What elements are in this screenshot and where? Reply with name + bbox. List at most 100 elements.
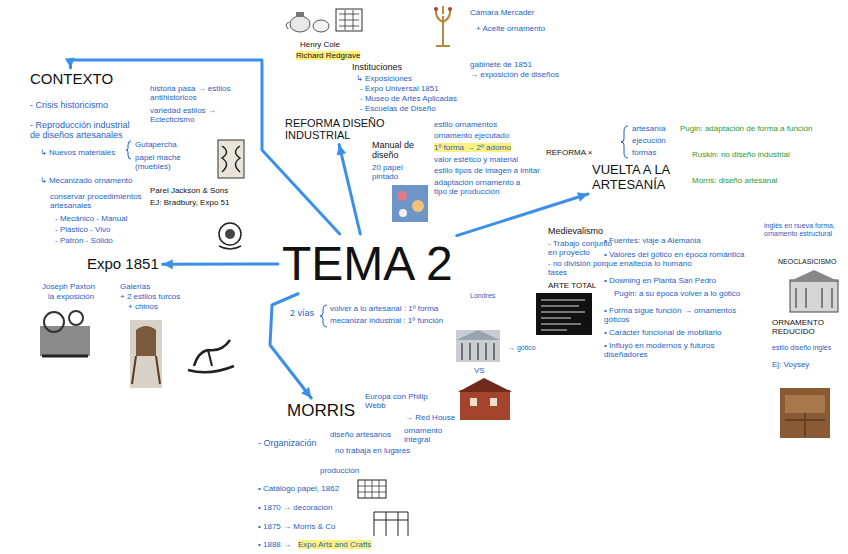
note-text: ornamento integral [404, 426, 442, 444]
note-label: Ruskin: no diseño industrial [692, 150, 790, 159]
note-label: Parel Jackson & Sons [150, 186, 228, 195]
candelabra-photo [434, 6, 452, 46]
note-text: + 2 estilos turcos [120, 292, 180, 301]
note-text: la exposición [48, 292, 94, 301]
note-text: adaptación ornamento a tipo de producció… [434, 178, 520, 196]
arte-total-image [536, 293, 592, 335]
note-label: ORNAMENTO REDUCIDO [772, 318, 838, 336]
note-text: • Fuentes: viaje a Alemania [604, 236, 701, 245]
note-label: Richard Redgrave [296, 51, 360, 60]
note-label: - Museo de Artes Aplicadas [360, 94, 457, 103]
neoclassical-building-photo-part [456, 330, 500, 362]
rocking-chair-photo-part [194, 340, 230, 366]
note-label: estilo tipos de imagen a imitar [434, 166, 540, 175]
connector [163, 259, 278, 269]
note-text: ↳ Mecanizado ornamento [40, 176, 133, 185]
note-label: ↳ Exposiciones [356, 74, 412, 83]
note-text: → Red House [405, 413, 455, 422]
branch-topic: CONTEXTO [28, 70, 115, 89]
note-label: Expo Arts and Crafts [298, 540, 371, 549]
branch-topic: Expo 1851 [85, 255, 161, 274]
arte-total-image-part [536, 293, 592, 335]
note-text: + Aceite ornamento [476, 24, 545, 33]
note-label: Galerías [120, 282, 150, 291]
note-label: 1º forma → 2º adorno [434, 143, 511, 152]
neoclassical-building-photo-part [462, 343, 494, 360]
rocking-chair-photo [188, 340, 234, 372]
note-text: volver a lo artesanal : 1º forma [330, 304, 438, 313]
note-text: - Organización [258, 438, 317, 448]
teapot-photo-part [286, 22, 289, 29]
note-label: - Escuelas de Diseño [360, 104, 436, 113]
note-label: 2 vías [290, 308, 314, 318]
note-text: historia pasa → estilos antihistóricos [150, 84, 230, 102]
chair-photo [130, 320, 162, 388]
note-label: • Catálogo papel, 1862 [258, 484, 339, 493]
note-text: - Expo Universal 1851 [360, 84, 439, 93]
note-text: - Museo de Artes Aplicadas [360, 94, 457, 103]
connector-line [163, 263, 278, 266]
note-label: formas [632, 148, 656, 157]
chair-photo-part [130, 320, 162, 388]
note-label: Pugin: a su época volver a lo gótico [614, 289, 740, 298]
note-text: Expo Arts and Crafts [298, 540, 371, 549]
note-text: inglés en nueva forma, ornamento estruct… [764, 222, 835, 237]
flower-wallpaper-photo-part [392, 185, 428, 222]
note-text: NEOCLASICISMO [778, 258, 836, 265]
red-house-photo [458, 378, 512, 420]
note-text: • Valores del gótico en época romántica … [604, 250, 745, 268]
note-text: mecanizar industrial : 1º función [330, 316, 443, 325]
note-label: Morris: diseño artesanal [692, 176, 777, 185]
arrow-head [65, 58, 75, 68]
note-text: - no división por fases [548, 259, 604, 277]
candelabra-photo-part [434, 7, 438, 11]
note-label: - Patrón - Sólido [55, 236, 113, 245]
note-text: variedad estilos → Eclecticismo [150, 106, 216, 124]
branch-topic: VUELTA A LA ARTESANÍA [590, 162, 690, 193]
central-topic: TEMA 2 [280, 236, 455, 292]
note-text: → gótico [508, 344, 536, 351]
note-label: - Organización [258, 438, 317, 448]
topic-text: VUELTA A LA ARTESANÍA [592, 163, 688, 192]
note-label: • Downing en Planta San Pedro [604, 276, 716, 285]
neoclassical-building-photo [456, 330, 500, 362]
note-text: diseño artesanos [330, 430, 391, 439]
note-text: gabinete de 1851 [470, 60, 532, 69]
branch-topic: MORRIS [285, 400, 357, 421]
note-text: - Crisis historicismo [30, 100, 108, 110]
note-label: REFORMA × [546, 148, 592, 157]
note-text: Galerías [120, 282, 150, 291]
note-label: Medievalismo [548, 226, 603, 236]
machine-photo-part [69, 311, 83, 325]
note-text: producción [320, 466, 359, 475]
voysey-furniture-photo-part [785, 395, 825, 413]
note-label: estilo diseño inglés [772, 344, 831, 352]
note-text: - Reproducción industrial de diseños art… [30, 120, 130, 140]
note-label: mecanizar industrial : 1º función [330, 316, 443, 325]
note-text: Gutapercha [135, 140, 177, 149]
note-label: estilo ornamentos [434, 120, 497, 129]
red-house-photo-part [490, 398, 497, 406]
note-text: • Influyó en modernos y futuros diseñado… [604, 341, 714, 359]
note-text: ↳ Exposiciones [356, 74, 412, 83]
note-label: conservar procedimientos artesanales [50, 192, 145, 210]
wallpaper-photo-part [222, 146, 240, 172]
ornament-photo [219, 223, 241, 249]
morris-pattern-sketch-part [358, 480, 386, 498]
brace-line-part [320, 305, 327, 327]
neoclassical-building-photo-part [456, 330, 500, 340]
ornament-photo-part [225, 229, 235, 239]
note-label: + 2 estilos turcos [120, 292, 180, 301]
pattern-sketch-part [336, 9, 362, 31]
flower-wallpaper-photo [392, 185, 428, 222]
machine-photo-part [44, 312, 64, 332]
teapot-photo [286, 12, 329, 32]
note-text: → exposición de diseños [470, 70, 559, 79]
note-text: artesanía [632, 124, 665, 133]
note-text: Ruskin: no diseño industrial [692, 150, 790, 159]
note-text: Morris: diseño artesanal [692, 176, 777, 185]
note-text: ARTE TOTAL [548, 281, 596, 290]
neoclassical-house-photo-part [788, 270, 840, 282]
note-text: Ej: Voysey [772, 360, 809, 369]
note-text: Richard Redgrave [296, 51, 360, 60]
